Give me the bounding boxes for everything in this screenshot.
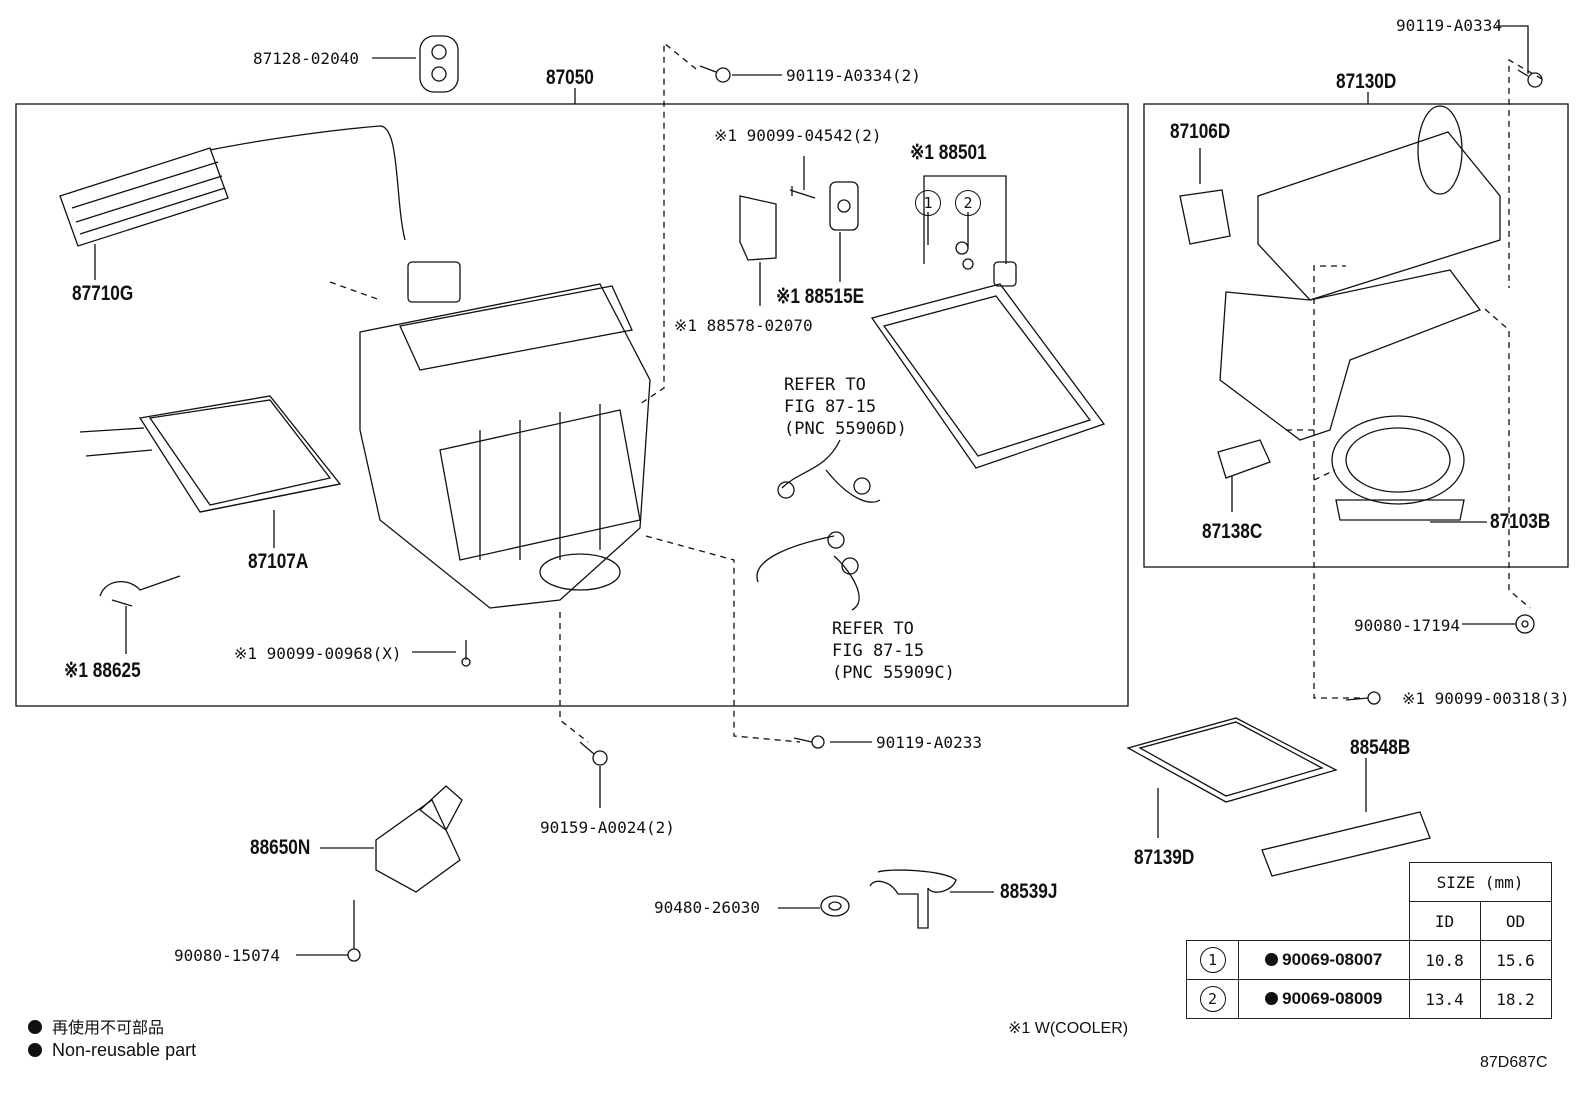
label-90099-04542: ※1 90099-04542(2) [714,126,882,145]
label-90099-00968: ※1 90099-00968(X) [234,644,402,663]
label-90080-17194: 90080-17194 [1354,616,1460,635]
bracket-88578-02070 [739,195,777,261]
figure-id: 87D687C [1480,1054,1548,1071]
label-87103b: 87103B [1490,510,1551,533]
label-88625: ※1 88625 [64,659,141,682]
refer-note-55909c: REFER TO FIG 87-15 (PNC 55909C) [832,619,955,683]
label-87050: 87050 [546,66,594,89]
label-90119-a0334-2: 90119-A0334(2) [786,66,921,85]
label-88515e: ※1 88515E [776,285,865,308]
label-87107a: 87107A [248,550,309,573]
index-marker-2: 2 [955,190,981,216]
grommet-90480-26030 [820,895,850,917]
label-87128-02040: 87128-02040 [253,49,359,68]
row-index-1: 1 [1199,947,1226,973]
air-duct-housing-87050 [359,283,651,609]
row-od: 15.6 [1479,940,1552,980]
non-reusable-dot-icon [1265,992,1279,1005]
refer-note-55906d: REFER TO FIG 87-15 (PNC 55906D) [784,375,907,439]
nut-90080-17194 [1515,614,1535,634]
non-reusable-dot-icon [1265,953,1279,966]
table-row: 1 90069-08007 10.8 15.6 [1186,940,1552,980]
blower-motor-87103b [1331,415,1465,521]
drain-hose-88539j [869,869,957,929]
label-90080-15074: 90080-15074 [174,946,280,965]
label-90119-a0334: 90119-A0334 [1396,16,1502,35]
actuator-88650n [375,785,463,893]
row-id: 10.8 [1408,940,1481,980]
o-ring-small [955,241,969,255]
label-87139d: 87139D [1134,846,1195,869]
screw-90119-a0334 [1517,69,1543,88]
col-id-header: ID [1408,901,1481,941]
temperature-sensor-55906d [777,439,881,503]
assembly-87050-frame [15,103,1129,707]
grommet-87128 [419,35,459,93]
label-88539j: 88539J [1000,880,1058,903]
legend-en: Non-reusable part [28,1040,196,1061]
screw-90099-00968 [461,640,471,667]
label-90480-26030: 90480-26030 [654,898,760,917]
screw-90099-00318 [1345,691,1381,705]
temperature-sensor-55909c [756,531,860,611]
filter-cover-88548b [1261,811,1431,877]
size-table-title: SIZE (mm) [1408,862,1552,902]
screw-90119-a0233 [793,735,825,749]
servo-motor-87106d [1179,189,1231,245]
legend-jp: 再使用不可部品 [28,1014,164,1038]
label-87130d: 87130D [1336,70,1397,93]
evaporator [870,261,1106,469]
bullet-icon [28,1043,42,1057]
screw-90119-a0334-2 [699,65,731,83]
label-90099-00318: ※1 90099-00318(3) [1402,689,1570,708]
expansion-valve-88515e [829,181,859,231]
label-87106d: 87106D [1170,120,1231,143]
label-88501: ※1 88501 [910,141,987,164]
resistor-87138c [1217,439,1271,479]
row-id: 13.4 [1408,979,1481,1019]
cooler-note: ※1 W(COOLER) [1008,1020,1129,1037]
label-90119-a0233: 90119-A0233 [876,733,982,752]
label-88578-02070: ※1 88578-02070 [674,316,813,335]
clip-88625 [99,575,181,607]
row-index-2: 2 [1199,986,1226,1012]
air-filter-87139d [1126,717,1338,803]
heater-unit-87710g [59,125,461,303]
heater-core-87107a [79,395,342,513]
label-87138c: 87138C [1202,520,1263,543]
screw-90099-04542 [789,186,816,199]
o-ring-large [962,258,974,270]
bullet-icon [28,1020,42,1034]
label-88650n: 88650N [250,836,311,859]
label-88548b: 88548B [1350,736,1411,759]
label-87710g: 87710G [72,282,134,305]
screw-90080-15074 [347,935,361,962]
row-part-number: 90069-08007 [1282,950,1383,969]
table-row: 2 90069-08009 13.4 18.2 [1186,979,1552,1019]
size-table: SIZE (mm) ID OD 1 90069-08007 10.8 15.6 … [1186,862,1552,1019]
row-od: 18.2 [1479,979,1552,1019]
assembly-87130D-frame [1143,103,1569,568]
index-marker-1: 1 [915,190,941,216]
label-90159-a0024: 90159-A0024(2) [540,818,675,837]
row-part-number: 90069-08009 [1282,989,1383,1008]
screw-90159-a0024 [579,741,608,766]
col-od-header: OD [1479,901,1552,941]
blower-case-87130d [1219,105,1501,441]
